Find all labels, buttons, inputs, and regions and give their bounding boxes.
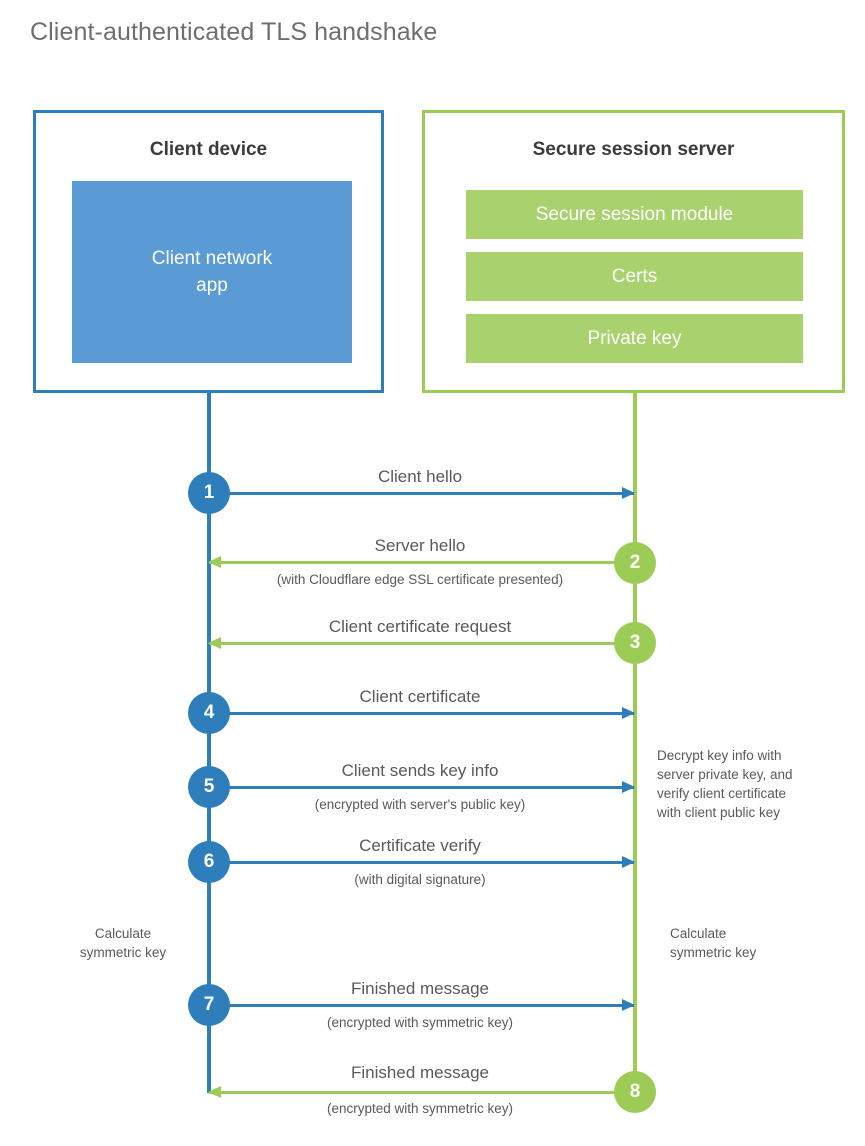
step-1-badge: 1 <box>188 472 230 514</box>
server-decrypt-note-line2: server private key, and <box>657 767 793 782</box>
step-6-label: Certificate verify <box>359 836 481 855</box>
step-7-label: Finished message <box>351 979 489 998</box>
client-device-box: Client device Client network app <box>33 110 384 393</box>
step-4-badge: 4 <box>188 692 230 734</box>
step-2-sublabel: (with Cloudflare edge SSL certificate pr… <box>276 572 564 587</box>
server-calculate-symmetric-key-note: Calculate symmetric key <box>670 924 840 962</box>
server-decrypt-note-line4: with client public key <box>657 805 781 820</box>
step-4-label: Client certificate <box>359 687 481 706</box>
step-4-arrow-shaft <box>209 712 634 715</box>
step-6-arrow-head <box>622 856 635 868</box>
step-3-label: Client certificate request <box>328 617 512 636</box>
step-2-badge: 2 <box>614 542 656 584</box>
server-decrypt-note-line1: Decrypt key info with <box>657 748 782 763</box>
step-4-arrow <box>209 707 635 719</box>
step-7-arrow <box>209 999 635 1011</box>
step-2-arrow <box>208 556 634 568</box>
step-8-arrow-shaft <box>209 1091 634 1094</box>
step-6-badge: 6 <box>188 841 230 883</box>
step-7-badge: 7 <box>188 984 230 1026</box>
client-calc-note-line2: symmetric key <box>79 945 167 960</box>
step-7-arrow-head <box>622 999 635 1011</box>
step-1-arrow <box>209 487 635 499</box>
client-app-label-line1: Client network <box>151 248 273 269</box>
server-decrypt-note-line3: verify client certificate <box>657 786 787 801</box>
module-private-key: Private key <box>466 314 803 363</box>
step-8-badge: 8 <box>614 1071 656 1113</box>
step-6-arrow <box>209 856 635 868</box>
step-5-badge: 5 <box>188 766 230 808</box>
step-6-sublabel: (with digital signature) <box>354 872 486 887</box>
step-3-arrow-shaft <box>209 642 634 645</box>
step-2-arrow-head <box>208 556 221 568</box>
server-decrypt-note: Decrypt key info with server private key… <box>657 746 857 822</box>
step-5-sublabel: (encrypted with server's public key) <box>314 797 526 812</box>
step-5-arrow-shaft <box>209 786 634 789</box>
module-secure-session-module: Secure session module <box>466 190 803 239</box>
step-1-arrow-shaft <box>209 492 634 495</box>
step-1-label: Client hello <box>377 467 463 486</box>
client-calculate-symmetric-key-note: Calculate symmetric key <box>48 924 198 962</box>
secure-session-server-title: Secure session server <box>532 139 735 160</box>
step-8-label: Finished message <box>351 1063 489 1082</box>
step-1-arrow-head <box>622 487 635 499</box>
server-calc-note-line2: symmetric key <box>670 945 757 960</box>
module-certs: Certs <box>466 252 803 301</box>
client-device-title: Client device <box>149 139 268 160</box>
server-modules-list: Secure session module Certs Private key <box>466 190 803 376</box>
step-2-arrow-shaft <box>209 561 634 564</box>
step-8-arrow <box>208 1086 634 1098</box>
step-8-sublabel: (encrypted with symmetric key) <box>326 1101 514 1116</box>
client-calc-note-line1: Calculate <box>94 926 152 941</box>
step-3-arrow-head <box>208 637 221 649</box>
step-3-arrow <box>208 637 634 649</box>
client-lifeline <box>207 392 211 1093</box>
step-5-arrow <box>209 781 635 793</box>
step-4-arrow-head <box>622 707 635 719</box>
step-7-arrow-shaft <box>209 1004 634 1007</box>
step-8-arrow-head <box>208 1086 221 1098</box>
client-network-app-box: Client network app <box>72 181 352 363</box>
secure-session-server-box: Secure session server Secure session mod… <box>422 110 845 393</box>
step-2-label: Server hello <box>374 536 466 555</box>
client-app-label-line2: app <box>196 275 228 296</box>
server-calc-note-line1: Calculate <box>670 926 727 941</box>
server-lifeline <box>633 390 637 1093</box>
step-7-sublabel: (encrypted with symmetric key) <box>326 1015 514 1030</box>
step-5-arrow-head <box>622 781 635 793</box>
step-6-arrow-shaft <box>209 861 634 864</box>
page-title: Client-authenticated TLS handshake <box>30 18 438 46</box>
step-5-label: Client sends key info <box>341 761 499 780</box>
step-3-badge: 3 <box>614 622 656 664</box>
